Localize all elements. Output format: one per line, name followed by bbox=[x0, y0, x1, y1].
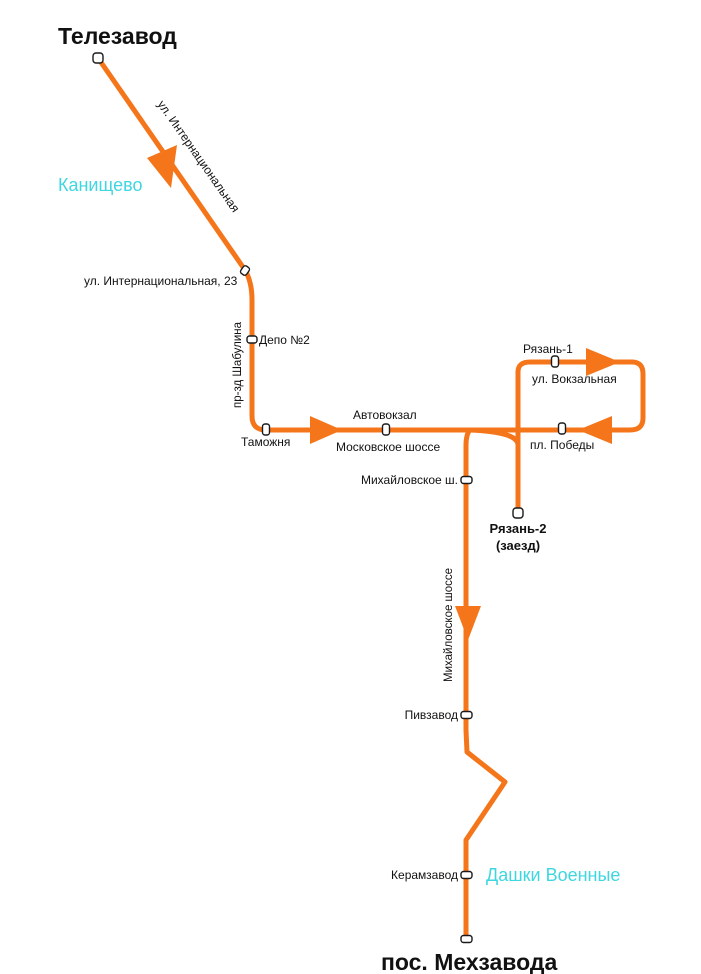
stop-label-keramzavod: Керамзавод bbox=[391, 868, 458, 882]
street-label-shabulina: пр-зд Шабулина bbox=[232, 321, 244, 408]
terminal-label-ryazan-2: Рязань-2 bbox=[489, 521, 546, 536]
district-label-dashki-voennye: Дашки Военные bbox=[486, 865, 620, 885]
stop-label-ryazan-1: Рязань-1 bbox=[523, 342, 573, 356]
stop-marker-ryazan-1[interactable] bbox=[550, 355, 560, 368]
route-line-loop bbox=[467, 359, 646, 448]
direction-arrow-moskovskoe bbox=[310, 416, 342, 444]
stop-marker-keramzavod[interactable] bbox=[460, 870, 473, 880]
stop-label-avtovokzal: Автовокзал bbox=[353, 408, 417, 422]
direction-arrow-mikhaylovskoe bbox=[455, 606, 481, 640]
stop-marker-mikhaylovskoe-sh[interactable] bbox=[460, 475, 473, 485]
stop-marker-telezavod[interactable] bbox=[92, 52, 104, 64]
stop-marker-pivzavod[interactable] bbox=[460, 710, 473, 720]
stop-marker-pl-pobedy[interactable] bbox=[557, 422, 567, 435]
direction-arrow-ryazan1 bbox=[586, 348, 620, 376]
stop-label-pl-pobedy: пл. Победы bbox=[530, 438, 594, 452]
stop-marker-avtovokzal[interactable] bbox=[381, 423, 391, 436]
stop-marker-ryazan-2[interactable] bbox=[512, 507, 524, 519]
stop-marker-pos-mekhzavoda[interactable] bbox=[460, 934, 473, 944]
terminal-label-telezavod: Телезавод bbox=[58, 23, 177, 49]
terminal-label-pos-mekhzavoda: пос. Мехзавода bbox=[381, 949, 557, 974]
district-label-kanishchevo: Канищево bbox=[58, 175, 142, 195]
stop-label-pivzavod: Пивзавод bbox=[405, 708, 458, 722]
stop-label-internatsionalnaya-23: ул. Интернациональная, 23 bbox=[84, 274, 238, 288]
direction-arrow-internatsionalnaya bbox=[147, 145, 177, 188]
street-label-mikhaylovskoe-shosse: Михайловское шоссе bbox=[443, 568, 455, 682]
route-line-ryazan2-branch bbox=[467, 427, 521, 515]
street-label-moskovskoe-shosse: Московское шоссе bbox=[336, 440, 440, 454]
direction-arrow-pl-pobedy bbox=[578, 416, 612, 444]
stop-label-mikhaylovskoe-sh: Михайловское ш. bbox=[361, 473, 458, 487]
route-line-main bbox=[95, 55, 508, 943]
stop-marker-tamozhnya[interactable] bbox=[261, 423, 271, 436]
street-label-vokzalnaya: ул. Вокзальная bbox=[532, 372, 617, 386]
stop-label-depo-2: Депо №2 bbox=[259, 333, 310, 347]
terminal-label-ryazan-2-note: (заезд) bbox=[496, 538, 540, 553]
stop-marker-depo-2[interactable] bbox=[246, 335, 258, 344]
stop-label-tamozhnya: Таможня bbox=[241, 435, 290, 449]
stop-marker-internatsionalnaya-23[interactable] bbox=[239, 265, 251, 276]
